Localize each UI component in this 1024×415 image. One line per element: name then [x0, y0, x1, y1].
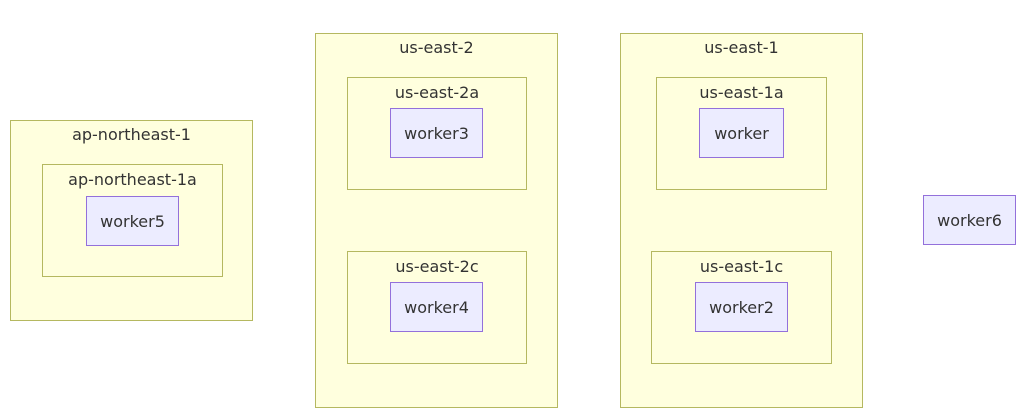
zone-label: us-east-1c [699, 257, 784, 276]
worker-node-worker2[interactable]: worker2 [695, 282, 788, 332]
worker-node-worker[interactable]: worker [699, 108, 784, 158]
worker-node-worker4[interactable]: worker4 [390, 282, 483, 332]
zone-ap-northeast-1a: ap-northeast-1a [42, 164, 223, 277]
region-label: us-east-2 [399, 38, 474, 57]
region-label: us-east-1 [704, 38, 779, 57]
region-label: ap-northeast-1 [72, 125, 191, 144]
worker-node-worker6[interactable]: worker6 [923, 195, 1016, 245]
zone-label: us-east-2a [394, 83, 480, 102]
zone-label: ap-northeast-1a [68, 170, 197, 189]
worker-node-worker3[interactable]: worker3 [390, 108, 483, 158]
zone-label: us-east-2c [395, 257, 479, 276]
zone-label: us-east-1a [699, 83, 784, 102]
worker-node-worker5[interactable]: worker5 [86, 196, 179, 246]
